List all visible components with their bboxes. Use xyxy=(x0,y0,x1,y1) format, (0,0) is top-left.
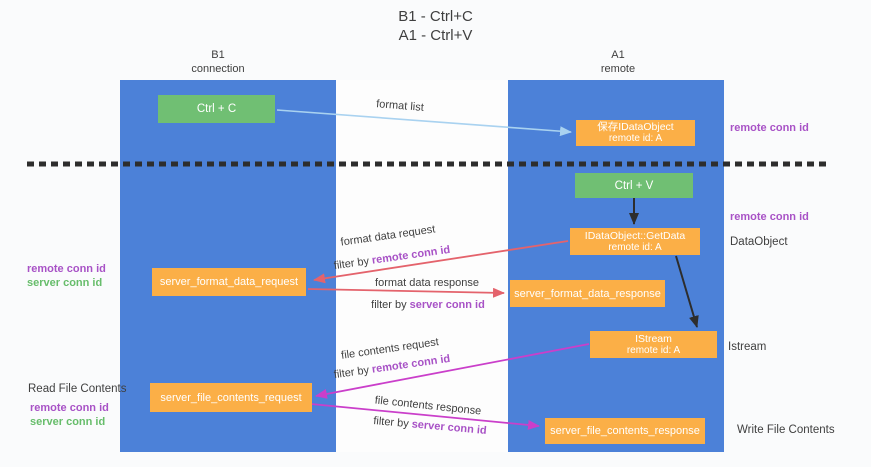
title-line-1: B1 - Ctrl+C xyxy=(398,8,473,25)
title-line-2: A1 - Ctrl+V xyxy=(398,27,473,44)
server-format-data-request-box: server_format_data_request xyxy=(152,268,306,296)
remote-conn-id-annotation-left-bottom: remote conn id xyxy=(30,402,109,414)
save-idataobject-box: 保存IDataObject remote id: A xyxy=(576,120,695,146)
remote-conn-id-annotation-mid: remote conn id xyxy=(730,211,809,223)
lane-b1-title: B1 xyxy=(211,49,225,61)
server-conn-id-highlight: server conn id xyxy=(409,299,485,311)
idataobject-getdata-label: IDataObject::GetData xyxy=(584,229,686,242)
ctrl-c-box: Ctrl + C xyxy=(158,95,275,123)
istream-annotation: Istream xyxy=(728,341,767,353)
remote-conn-id-annotation-left-mid: remote conn id xyxy=(27,263,106,275)
lane-header-b1: B1 connection xyxy=(158,49,278,76)
server-file-contents-response-box: server_file_contents_response xyxy=(545,418,705,444)
write-file-contents-annotation: Write File Contents xyxy=(737,424,835,436)
lane-a1-title: A1 xyxy=(611,49,625,61)
ctrl-c-label: Ctrl + C xyxy=(196,103,237,115)
server-conn-id-annotation-left-bottom: server conn id xyxy=(30,416,106,428)
server-file-contents-request-box: server_file_contents_request xyxy=(150,383,312,412)
server-conn-id-annotation-left-mid: server conn id xyxy=(27,277,103,289)
dataobject-annotation: DataObject xyxy=(730,236,788,248)
filter-by-text: filter by xyxy=(371,299,407,311)
save-idataobject-remote-id: remote id: A xyxy=(608,133,663,144)
remote-conn-id-annotation-top: remote conn id xyxy=(730,122,809,134)
read-file-contents-annotation: Read File Contents xyxy=(28,383,127,395)
save-idataobject-label: 保存IDataObject xyxy=(597,121,674,133)
server-format-data-request-label: server_format_data_request xyxy=(159,276,299,288)
lane-a1-subtitle: remote xyxy=(600,62,636,75)
format-data-response-label: format data response xyxy=(375,277,479,289)
idataobject-getdata-box: IDataObject::GetData remote id: A xyxy=(570,228,700,255)
lane-header-a1: A1 remote xyxy=(558,49,678,76)
istream-remote-id: remote id: A xyxy=(626,344,681,356)
server-file-contents-response-label: server_file_contents_response xyxy=(550,425,700,437)
ctrl-v-box: Ctrl + V xyxy=(575,173,693,198)
server-format-data-response-box: server_format_data_response xyxy=(510,280,665,307)
ctrl-v-label: Ctrl + V xyxy=(614,179,654,192)
server-format-data-response-label: server_format_data_response xyxy=(514,287,661,300)
istream-box: IStream remote id: A xyxy=(590,331,717,358)
istream-label: IStream xyxy=(635,332,672,345)
server-file-contents-request-label: server_file_contents_request xyxy=(160,391,302,404)
lane-b1-subtitle: connection xyxy=(191,62,245,75)
idataobject-getdata-remote-id: remote id: A xyxy=(608,241,662,253)
diagram-title: B1 - Ctrl+C A1 - Ctrl+V xyxy=(0,7,871,45)
